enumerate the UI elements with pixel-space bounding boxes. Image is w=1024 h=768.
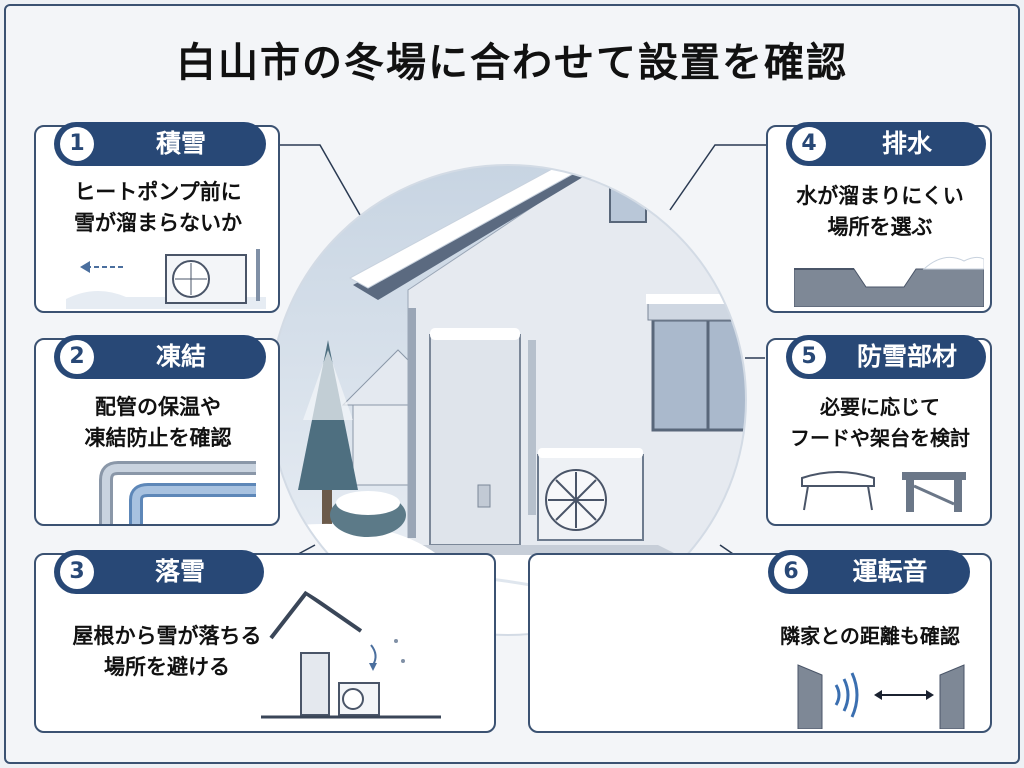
card-number: 5 [792, 340, 826, 374]
card-heading: 落雪 [154, 557, 205, 586]
card-header: 4 排水 [786, 122, 986, 166]
card-description: 隣家との距離も確認 [780, 624, 960, 648]
heat-pump-snow-icon [66, 249, 266, 309]
drainage-ground-icon [794, 256, 984, 307]
card-heading: 排水 [881, 129, 932, 158]
card-header: 3 落雪 [54, 550, 264, 594]
card-number: 2 [60, 340, 94, 374]
card-description: 水が溜まりにくい 場所を選ぶ [796, 184, 964, 239]
insulated-pipe-icon [99, 461, 256, 524]
card-heading: 積雪 [155, 129, 206, 158]
card-drainage: 4 排水 水が溜まりにくい 場所を選ぶ [766, 122, 992, 313]
card-header: 5 防雪部材 [786, 335, 986, 379]
card-snow-accumulation: 1 積雪 ヒートポンプ前に 雪が溜まらないか [34, 122, 280, 313]
card-number: 1 [60, 127, 94, 161]
card-freezing: 2 凍結 配管の保温や 凍結防止を確認 [34, 335, 280, 526]
sound-distance-icon [797, 664, 965, 729]
card-header: 6 運転音 [768, 550, 970, 594]
card-snow-protection: 5 防雪部材 必要に応じて フードや架台を検討 [766, 335, 992, 526]
roof-snowfall-icon [261, 587, 441, 719]
card-operating-noise: 6 運転音 隣家との距離も確認 [528, 550, 992, 733]
card-heading: 防雪部材 [856, 342, 957, 371]
card-header: 1 積雪 [54, 122, 266, 166]
card-description: 配管の保温や 凍結防止を確認 [84, 395, 232, 450]
card-number: 4 [792, 127, 826, 161]
card-heading: 凍結 [155, 342, 206, 371]
snow-hood-stand-icon [801, 471, 966, 512]
page-title: 白山市の冬場に合わせて設置を確認 [176, 40, 848, 86]
card-number: 3 [60, 555, 94, 589]
card-number: 6 [774, 555, 808, 589]
card-description: 屋根から雪が落ちる 場所を避ける [72, 624, 262, 679]
card-description: 必要に応じて フードや架台を検討 [790, 395, 970, 450]
card-falling-snow: 3 落雪 屋根から雪が落ちる 場所を避ける [34, 550, 496, 733]
card-heading: 運転音 [852, 557, 928, 586]
card-header: 2 凍結 [54, 335, 266, 379]
card-description: ヒートポンプ前に 雪が溜まらないか [74, 180, 242, 235]
